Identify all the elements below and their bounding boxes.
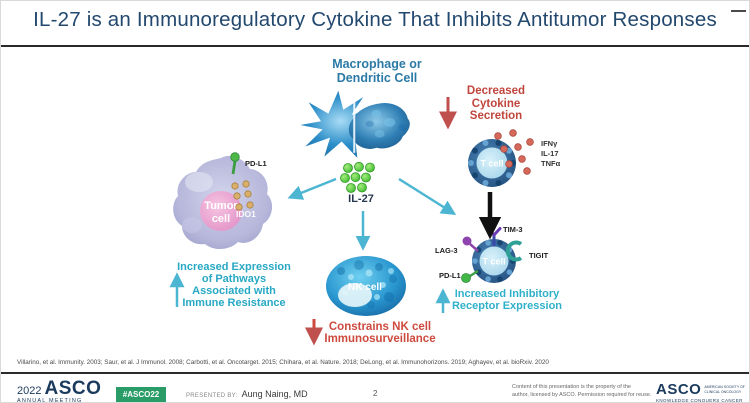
meeting-year: 2022 [17,385,42,397]
annual-meeting-label: ANNUAL MEETING [17,398,83,403]
cytokine-il17: IL-17 [541,149,559,158]
title-dash-decoration [731,10,746,12]
il27-dot [361,172,371,183]
arrow-il27-to-tumor [287,177,337,200]
il27-dot [365,162,375,173]
disclaimer-line: author, licensed by ASCO. Permission req… [512,391,652,398]
tcell-top-cytoplasm [476,147,508,179]
slide-title: IL-27 is an Immunoregulatory Cytokine Th… [33,8,717,31]
cytokine-ifng: IFNγ [541,139,558,148]
tcell-top-rim-dots [468,140,516,186]
cell-texture [383,118,396,127]
left-effect-line: Increased Expression [177,261,291,273]
tumor-cell-label-line2: cell [212,213,230,225]
presented-by-label: PRESENTED BY: [186,393,238,399]
citation-line: Villarino, et al. Immunity. 2003; Saur, … [17,359,549,366]
cell-texture [374,130,385,138]
macro-label-line1: Macrophage or [332,57,422,71]
tumor-texture [185,172,213,192]
ido-dot [231,182,239,190]
right-effect-text: Increased Inhibitory Receptor Expression [447,288,567,312]
nk-cell-illustration: NK cell [326,256,406,316]
tumor-cell-label-line1: Tumor [204,200,238,212]
tim3-label: TIM-3 [503,225,523,234]
macro-label-line2: Dendritic Cell [336,71,418,85]
pdl1-receptor-head [230,152,240,162]
asco-meeting-logo: 2022 ASCO ANNUAL MEETING [17,378,102,403]
macrophage-cell-shape [348,102,410,149]
lag3-receptor-icon [462,236,479,252]
title-divider [1,45,749,47]
asco-org-logo: ASCO AMERICAN SOCIETY OF CLINICAL ONCOLO… [656,381,745,403]
decreased-line: Secretion [469,110,523,122]
footer-divider [1,372,749,374]
tumor-cell-illustration: Tumor cell IDO1 [173,152,273,250]
il27-dot [346,183,356,193]
left-effect-text: Increased Expression of Pathways Associa… [153,261,315,309]
asco-society-line: AMERICAN SOCIETY OF [704,385,745,389]
slide-number: 2 [373,389,378,398]
right-effect-line: Increased Inhibitory [454,288,560,300]
tigit-label: TIGIT [529,251,549,260]
decreased-line: Cytokine [471,97,521,110]
left-effect-line: Associated with [192,285,276,297]
disclaimer-line: Content of this presentation is the prop… [512,384,631,390]
tumor-pdl1-label: PD-L1 [245,159,267,168]
decreased-line: Decreased [466,85,526,97]
decreased-cytokine-text: Decreased Cytokine Secretion [454,85,538,123]
il27-dot [343,163,353,173]
ido-molecules [231,180,254,211]
tigit-receptor-icon [505,240,523,262]
tcell-pdl1-label: PD-L1 [439,271,461,280]
il27-dot [354,162,364,172]
left-effect-line: Immune Resistance [182,297,286,309]
presenter-name: Aung Naing, MD [241,389,308,399]
il27-dot [357,182,367,193]
pdl1-receptor-icon [461,269,479,283]
lag3-label: LAG-3 [435,246,458,255]
nk-cell-label: NK cell [348,282,382,293]
cytokine-tnfa: TNFα [541,159,561,168]
nk-effect-line: Immunosurveillance [324,333,436,345]
arrow-il27-to-tcell [398,177,457,215]
asco-society-text: AMERICAN SOCIETY OF CLINICAL ONCOLOGY [704,383,745,394]
cell-texture [371,109,382,118]
tumor-texture [182,217,202,233]
nk-effect-text: Constrains NK cell Immunosurveillance [319,321,441,345]
presented-by-block: PRESENTED BY: Aung Naing, MD [186,389,308,399]
cell-texture [365,120,374,127]
il27-molecules [340,162,375,193]
secreted-cytokine-dots [494,129,534,175]
cytokine-list: IFNγ IL-17 TNFα [541,139,560,169]
il27-dot [350,172,361,183]
tcell-bottom-label: T cell [482,257,505,267]
meeting-asco-wordmark: ASCO [44,378,102,399]
asco-tagline: KNOWLEDGE CONQUERS CANCER [656,398,743,403]
ido-dot [242,180,250,188]
left-effect-line: of Pathways [201,273,267,285]
pdl1-receptor-stem [231,160,237,175]
macrophage-dendritic-label: Macrophage or Dendritic Cell [298,57,456,85]
tcell-top-illustration: T cell [468,129,534,187]
ido-dot [235,203,243,211]
cell-texture [398,124,407,131]
asco-wordmark: ASCO [656,381,702,398]
il27-dot [340,173,350,183]
ido-dot [244,190,252,198]
copyright-disclaimer: Content of this presentation is the prop… [512,384,651,399]
hashtag-badge: #ASCO22 [116,387,166,402]
nk-cell-nucleus [338,283,372,307]
ido-dot [246,201,254,209]
tumor-nucleus [200,191,242,231]
ido-label: IDO1 [236,209,256,219]
nk-effect-line: Constrains NK cell [328,321,432,333]
il27-label: IL-27 [348,193,374,205]
tcell-bottom-cytoplasm [479,246,509,276]
asco-society-line: CLINICAL ONCOLOGY [704,389,742,394]
cell-divider-line [353,94,356,153]
ido-dot [233,192,241,200]
tcell-top-label: T cell [480,159,503,169]
right-effect-line: Receptor Expression [451,299,563,312]
macrophage-dendritic-cell-illustration [300,90,410,158]
